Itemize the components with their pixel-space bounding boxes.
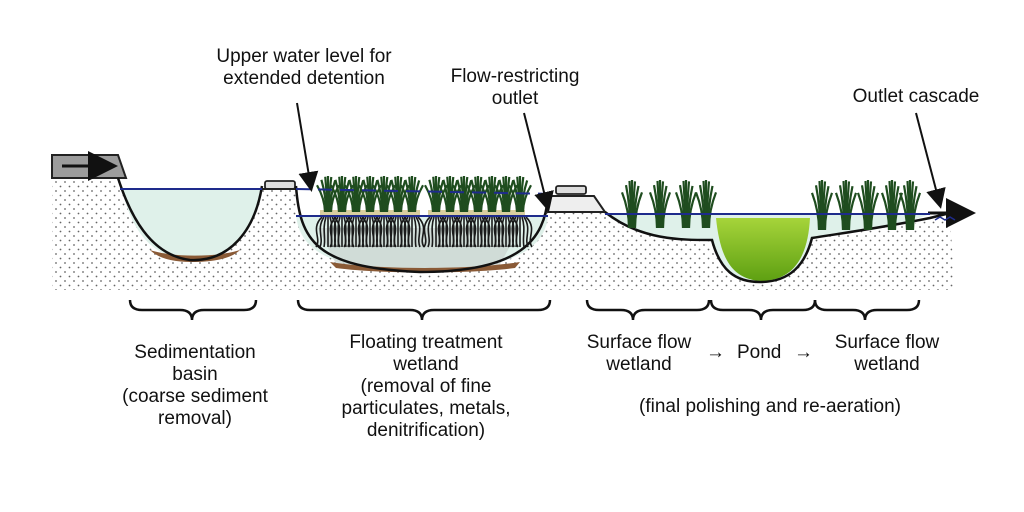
brace-pond [709, 299, 817, 321]
floating-mats [315, 176, 533, 248]
label-final-polishing: (final polishing and re-aeration) [639, 396, 901, 417]
outlet-cascade [928, 198, 976, 228]
ground [52, 178, 955, 290]
label-flow-restricting-outlet: Flow-restricting outlet [450, 66, 580, 109]
outlet-pointer [523, 112, 554, 212]
pond-water [716, 218, 810, 281]
cascade-pointer [915, 112, 946, 209]
berm-1 [262, 180, 296, 190]
label-outlet-cascade: Outlet cascade [852, 86, 980, 107]
label-sedimentation-basin: Sedimentation basin (coarse sediment rem… [122, 342, 268, 429]
brace-surface-2 [813, 299, 921, 321]
emergent-plants [620, 180, 922, 231]
label-floating-wetland: Floating treatment wetland (removal of f… [341, 332, 511, 441]
upper-level-pointer [296, 102, 319, 192]
brace-surface-1 [585, 299, 711, 321]
inlet-pipe [51, 151, 128, 181]
outlet-structure [547, 185, 607, 213]
brace-floating [296, 299, 552, 321]
brace-sedimentation [128, 299, 258, 321]
label-upper-water-level: Upper water level for extended detention [216, 46, 392, 89]
label-surface-flow-wetland-2: Surface flow wetland [834, 332, 940, 375]
sedimentation-basin [116, 177, 264, 262]
wetland-sediment [330, 262, 520, 273]
label-surface-flow-wetland-1: Surface flow wetland [586, 332, 692, 375]
label-pond: Pond [737, 342, 782, 363]
surface-flow-system [604, 211, 947, 284]
flow-arrow-1: → [706, 342, 725, 363]
basin-sediment [150, 250, 240, 262]
flow-arrow-2: → [794, 342, 813, 363]
